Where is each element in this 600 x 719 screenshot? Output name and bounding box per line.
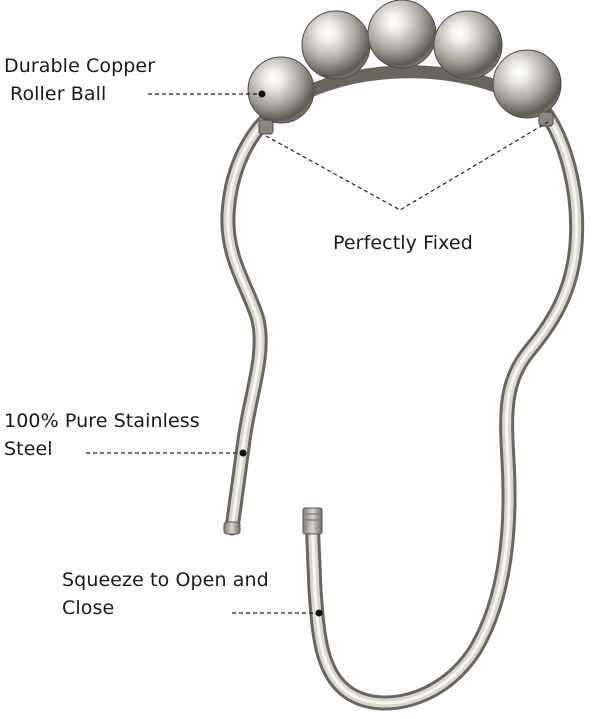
callout-dots [239, 90, 323, 617]
callout-perfectly-fixed: Perfectly Fixed [333, 229, 473, 257]
callout-roller-ball-line1: Durable Copper [4, 55, 156, 77]
hook-wire [220, 104, 585, 711]
roller-ball [433, 10, 503, 80]
roller-ball [492, 49, 562, 119]
callout-stainless-steel-line1: 100% Pure Stainless [4, 410, 200, 432]
right-wire-tip [302, 507, 323, 535]
callout-stainless-steel-line2: Steel [4, 438, 53, 460]
roller-ball [367, 0, 437, 69]
left-stopper [258, 119, 274, 135]
roller-ball [301, 10, 371, 80]
left-wire-tip [223, 521, 241, 535]
leader-lines [86, 93, 549, 614]
callout-squeeze-line1: Squeeze to Open and [62, 569, 269, 591]
right-stopper [538, 111, 554, 127]
roller-ball [247, 56, 315, 124]
callout-squeeze-line2: Close [62, 597, 115, 619]
callout-stainless-steel: 100% Pure Stainless Steel [4, 407, 200, 463]
callout-roller-ball-line2: Roller Ball [10, 83, 107, 105]
roller-balls [247, 0, 562, 124]
callout-squeeze: Squeeze to Open and Close [62, 566, 269, 622]
callout-perfectly-fixed-line1: Perfectly Fixed [333, 232, 473, 254]
callout-roller-ball: Durable Copper Roller Ball [4, 52, 155, 108]
